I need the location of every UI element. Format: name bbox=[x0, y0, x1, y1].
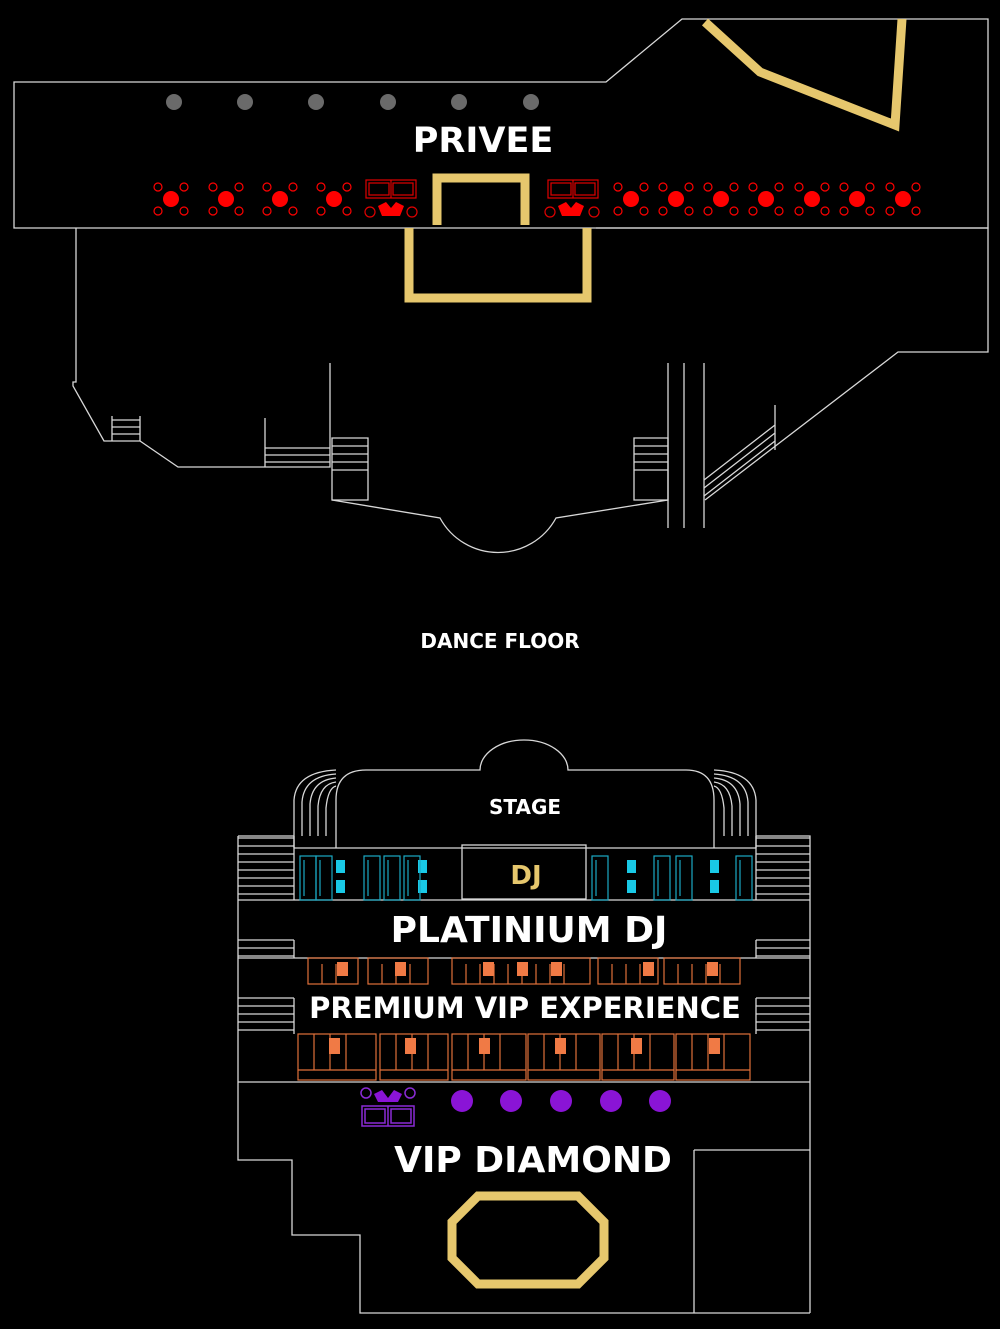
privee-table-6[interactable] bbox=[658, 182, 694, 216]
diamond-table-row bbox=[451, 1090, 671, 1112]
privee-table-11[interactable] bbox=[885, 182, 921, 216]
grey-table-5[interactable] bbox=[451, 94, 467, 110]
privee-table-2[interactable] bbox=[208, 182, 244, 216]
premium-row2-table-6[interactable] bbox=[675, 1033, 751, 1081]
premium-table-row-2 bbox=[297, 1033, 751, 1081]
premium-row2-table-3[interactable] bbox=[451, 1033, 527, 1081]
premium-vip-label: PREMIUM VIP EXPERIENCE bbox=[309, 991, 741, 1025]
premium-row1-table-4[interactable] bbox=[597, 957, 659, 985]
privee-table-9[interactable] bbox=[794, 182, 830, 216]
grey-table-2[interactable] bbox=[237, 94, 253, 110]
platinium-table-3[interactable] bbox=[403, 855, 421, 901]
grey-table-row bbox=[166, 94, 539, 110]
grey-table-6[interactable] bbox=[523, 94, 539, 110]
grey-table-1[interactable] bbox=[166, 94, 182, 110]
privee-table-3[interactable] bbox=[262, 182, 298, 216]
platinium-table-4[interactable] bbox=[591, 855, 636, 901]
grey-table-3[interactable] bbox=[308, 94, 324, 110]
privee-sofa-right[interactable] bbox=[544, 179, 600, 218]
platinium-table-6[interactable] bbox=[735, 855, 753, 901]
diamond-table-4[interactable] bbox=[600, 1090, 622, 1112]
platinium-table-2[interactable] bbox=[363, 855, 427, 901]
privee-table-row bbox=[153, 182, 921, 216]
premium-row2-table-5[interactable] bbox=[601, 1033, 675, 1081]
premium-row2-table-2[interactable] bbox=[379, 1033, 449, 1081]
premium-row1-table-1[interactable] bbox=[307, 957, 359, 985]
diamond-table-3[interactable] bbox=[550, 1090, 572, 1112]
diamond-bar bbox=[447, 1191, 609, 1289]
diamond-table-5[interactable] bbox=[649, 1090, 671, 1112]
premium-row2-table-1[interactable] bbox=[297, 1033, 377, 1081]
premium-row2-table-4[interactable] bbox=[527, 1033, 601, 1081]
privee-table-5[interactable] bbox=[613, 182, 649, 216]
privee-label: PRIVEE bbox=[413, 121, 554, 161]
dance-floor-label: DANCE FLOOR bbox=[420, 629, 579, 653]
platinium-table-5[interactable] bbox=[653, 855, 719, 901]
premium-row1-table-5[interactable] bbox=[663, 957, 741, 985]
privee-table-1[interactable] bbox=[153, 182, 189, 216]
privee-area: PRIVEE bbox=[13, 18, 989, 554]
privee-table-8[interactable] bbox=[748, 182, 784, 216]
platinium-dj-label: PLATINIUM DJ bbox=[391, 910, 668, 951]
lower-floor: STAGE DJ PLATINIUM DJ PREMIUM VIP EXPERI… bbox=[237, 739, 811, 1314]
diamond-table-1[interactable] bbox=[451, 1090, 473, 1112]
privee-sofa-left[interactable] bbox=[364, 179, 418, 218]
platinium-table-row bbox=[299, 855, 753, 901]
stage-label: STAGE bbox=[489, 795, 561, 819]
privee-table-7[interactable] bbox=[703, 182, 739, 216]
privee-table-10[interactable] bbox=[839, 182, 875, 216]
grey-table-4[interactable] bbox=[380, 94, 396, 110]
premium-row1-table-3[interactable] bbox=[451, 957, 591, 985]
diamond-table-2[interactable] bbox=[500, 1090, 522, 1112]
platinium-table-1[interactable] bbox=[299, 855, 345, 901]
diamond-sofa[interactable] bbox=[360, 1087, 416, 1127]
dj-label: DJ bbox=[510, 861, 541, 891]
vip-diamond-label: VIP DIAMOND bbox=[394, 1140, 672, 1181]
premium-row1-table-2[interactable] bbox=[367, 957, 429, 985]
privee-table-4[interactable] bbox=[316, 182, 352, 216]
premium-table-row-1 bbox=[307, 957, 741, 985]
